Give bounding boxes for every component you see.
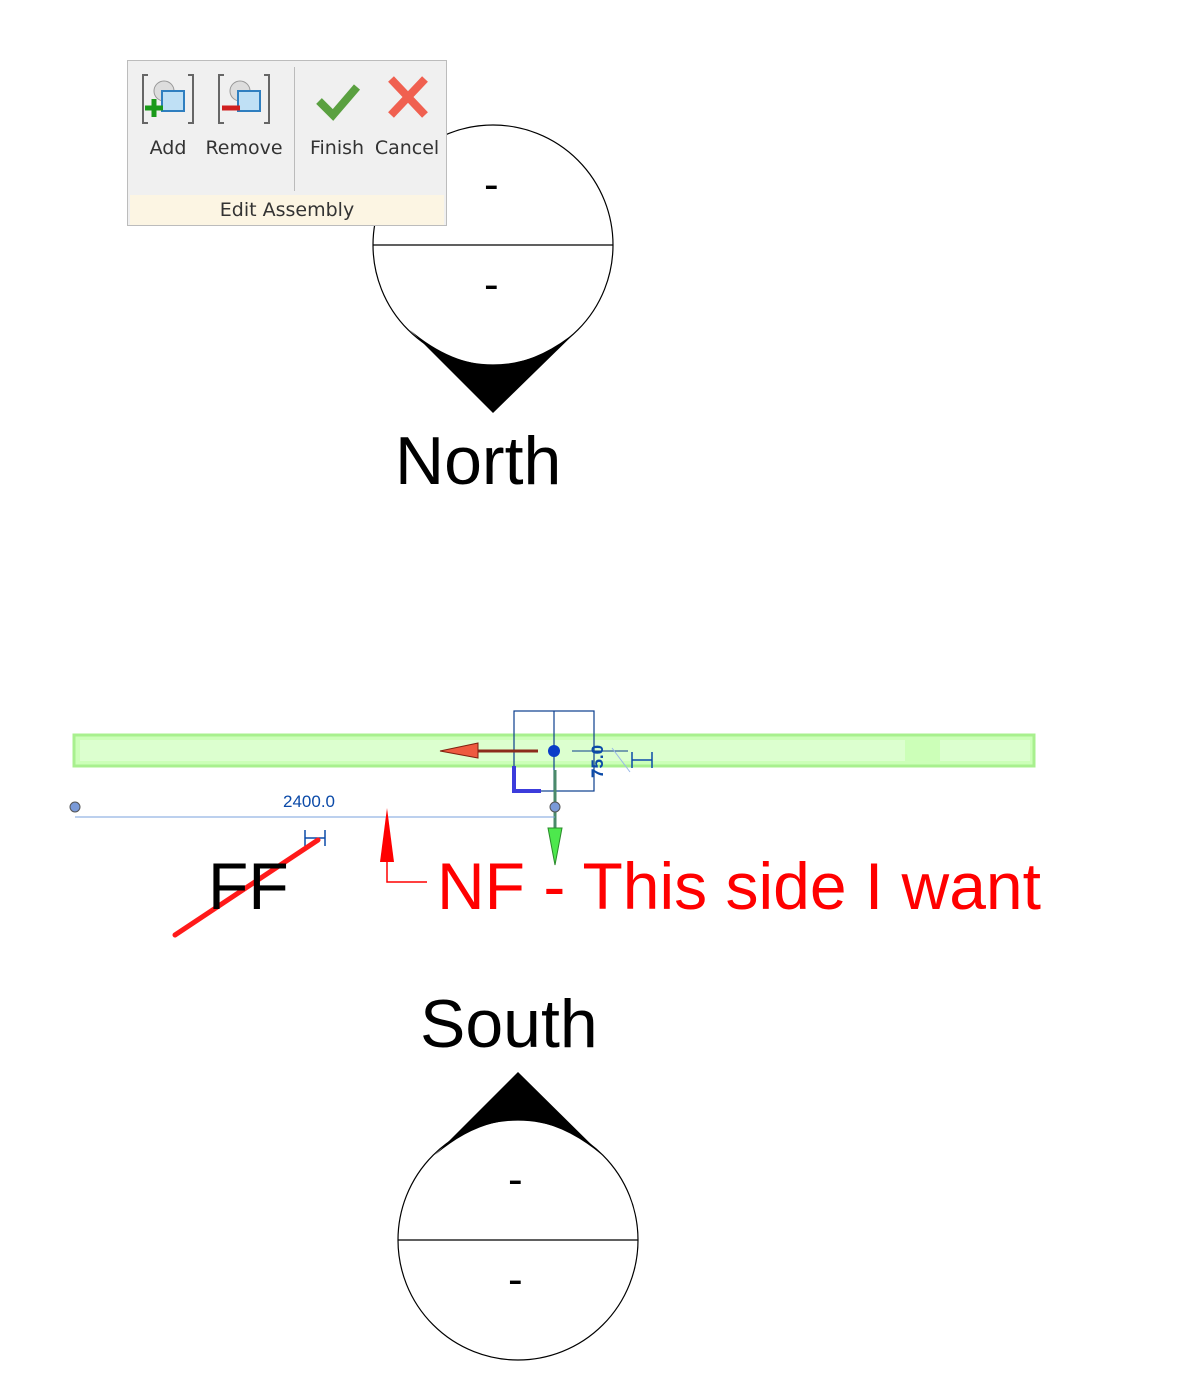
length-dimension-value[interactable]: 2400.0 xyxy=(283,792,335,811)
length-dimension[interactable] xyxy=(69,801,561,846)
add-to-assembly-icon xyxy=(142,74,194,124)
ucs-corner-icon xyxy=(512,766,541,793)
checkmark-icon xyxy=(316,84,361,121)
near-face-annotation: NF - This side I want xyxy=(437,849,1041,923)
south-section-marker[interactable] xyxy=(397,1072,639,1361)
remove-button[interactable]: Remove xyxy=(204,61,284,191)
flip-arrow-left-icon[interactable] xyxy=(439,742,479,759)
remove-from-assembly-icon xyxy=(218,74,270,124)
north-label: North xyxy=(395,423,562,499)
origin-point[interactable] xyxy=(548,745,560,757)
flip-arrow-down-icon[interactable] xyxy=(547,827,563,866)
cancel-button[interactable]: Cancel xyxy=(374,61,440,191)
add-button[interactable]: Add xyxy=(136,61,200,191)
panel-title: Edit Assembly xyxy=(130,195,444,225)
north-marker-bottom-value: - xyxy=(484,260,499,309)
north-marker-top-value: - xyxy=(484,160,499,209)
south-marker-bottom-value: - xyxy=(508,1255,523,1304)
far-face-label: FF xyxy=(208,849,289,923)
x-icon xyxy=(388,76,428,118)
thickness-dimension[interactable] xyxy=(611,747,653,773)
annotation-arrow-icon xyxy=(380,808,394,862)
ribbon-separator xyxy=(294,67,295,191)
finish-button[interactable]: Finish xyxy=(306,61,368,191)
south-label: South xyxy=(420,986,598,1062)
thickness-dimension-value[interactable]: 75.0 xyxy=(588,744,607,778)
edit-assembly-ribbon-panel: Add Remove Finish Cancel Edit Assembly xyxy=(127,60,447,226)
strikethrough-line xyxy=(172,837,321,938)
south-marker-top-value: - xyxy=(508,1155,523,1204)
north-section-marker[interactable] xyxy=(372,124,614,413)
